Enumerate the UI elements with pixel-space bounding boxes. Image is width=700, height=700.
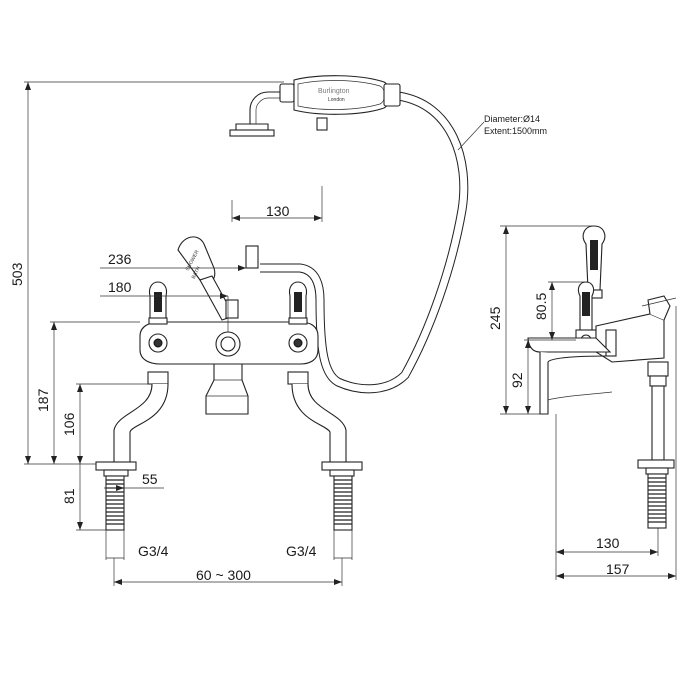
handset-brand-city: London	[328, 97, 345, 103]
mixer-body	[139, 321, 319, 365]
dim-height-81: 81	[61, 488, 77, 504]
dim-width-236: 236	[108, 251, 132, 267]
hose-diameter-note: Diameter:Ø14	[484, 114, 540, 124]
handset-brand-name: Burlington	[318, 88, 350, 95]
dim-centres: 60 ~ 300	[196, 567, 251, 583]
dim-side-80-5: 80.5	[533, 293, 549, 320]
side-dimension-arrows	[503, 226, 676, 579]
front-dimension-arrows	[25, 82, 342, 585]
shower-riser	[228, 117, 328, 222]
front-elevation: Burlington London SHOWER BATH	[9, 75, 547, 586]
dim-side-245: 245	[487, 306, 503, 330]
hose-connector	[245, 245, 259, 269]
diverter-label-bath: BATH	[191, 265, 203, 280]
dim-total-height: 503	[9, 262, 25, 286]
dim-thread-left: G3/4	[138, 543, 169, 559]
diverter-lever: SHOWER BATH	[177, 236, 239, 321]
shower-handset: Burlington London	[229, 75, 401, 137]
dim-height-187: 187	[35, 388, 51, 412]
cold-tap-head	[288, 281, 308, 325]
left-leg	[95, 371, 169, 531]
side-elevation: 245 80.5 92 130 157	[487, 225, 677, 580]
front-dimension-lines	[24, 81, 353, 586]
dim-side-92: 92	[509, 372, 525, 388]
hose-extent-note: Extent:1500mm	[484, 126, 547, 136]
dim-width-180: 180	[108, 279, 132, 295]
dim-hose-drop: 130	[266, 203, 290, 219]
dim-side-157: 157	[606, 561, 630, 577]
dim-side-130: 130	[596, 535, 620, 551]
hot-tap-head	[148, 281, 168, 325]
dim-thread-right: G3/4	[286, 543, 317, 559]
right-leg	[287, 371, 363, 531]
dim-height-106: 106	[61, 412, 77, 436]
bath-spout	[205, 363, 249, 415]
dim-width-55: 55	[142, 471, 158, 487]
side-dimension-lines	[500, 225, 677, 580]
